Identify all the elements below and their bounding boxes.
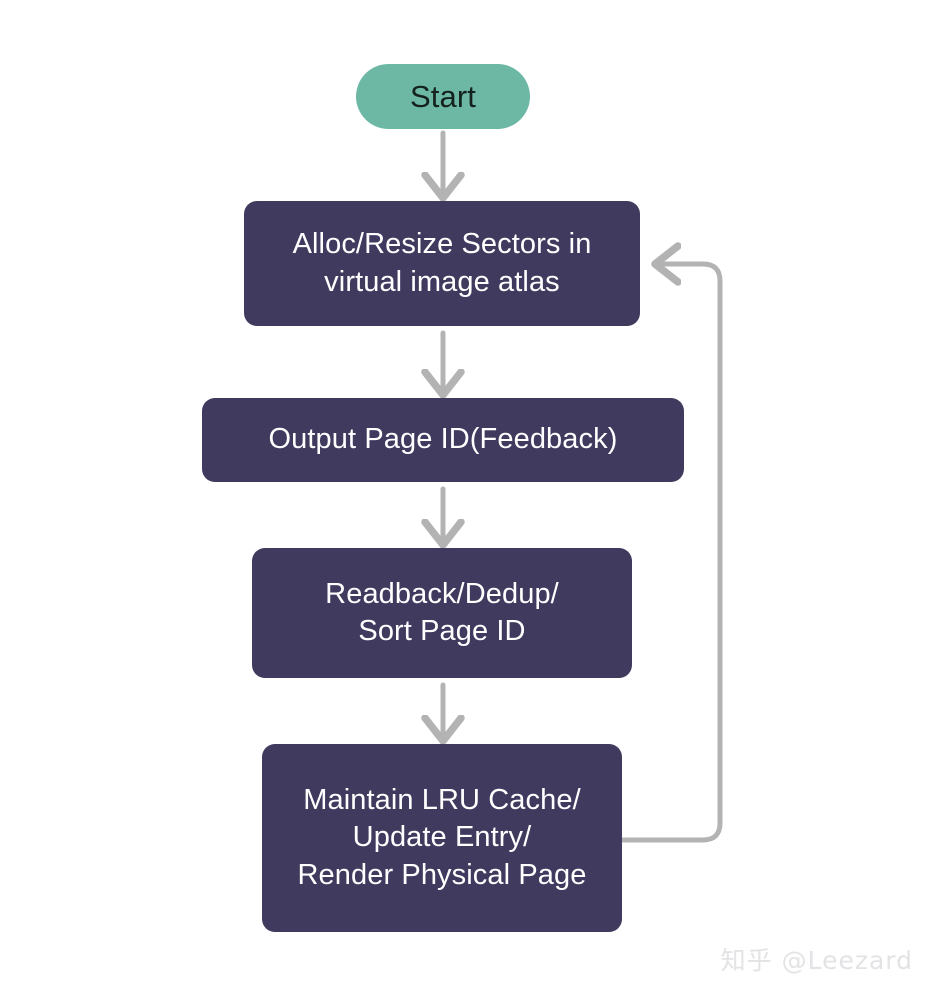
watermark: 知乎 @Leezard <box>720 946 913 975</box>
node-output-page-id-label: Output Page ID(Feedback) <box>268 423 618 456</box>
node-maintain-lru-cache-label: Maintain LRU Cache/ Update Entry/ Render… <box>297 784 587 891</box>
node-start-label: Start <box>410 78 476 114</box>
node-alloc-resize-sectors-label: Alloc/Resize Sectors in virtual image at… <box>292 228 592 298</box>
node-readback-dedup-sort-label: Readback/Dedup/ Sort Page ID <box>325 577 559 647</box>
node-maintain-lru-cache[interactable]: Maintain LRU Cache/ Update Entry/ Render… <box>262 744 622 932</box>
edge-lru-feedback-to-alloc <box>619 264 723 843</box>
node-alloc-resize-sectors[interactable]: Alloc/Resize Sectors in virtual image at… <box>244 201 640 326</box>
node-output-page-id[interactable]: Output Page ID(Feedback) <box>202 398 684 482</box>
node-readback-dedup-sort[interactable]: Readback/Dedup/ Sort Page ID <box>252 548 632 678</box>
node-start[interactable]: Start <box>356 64 530 129</box>
